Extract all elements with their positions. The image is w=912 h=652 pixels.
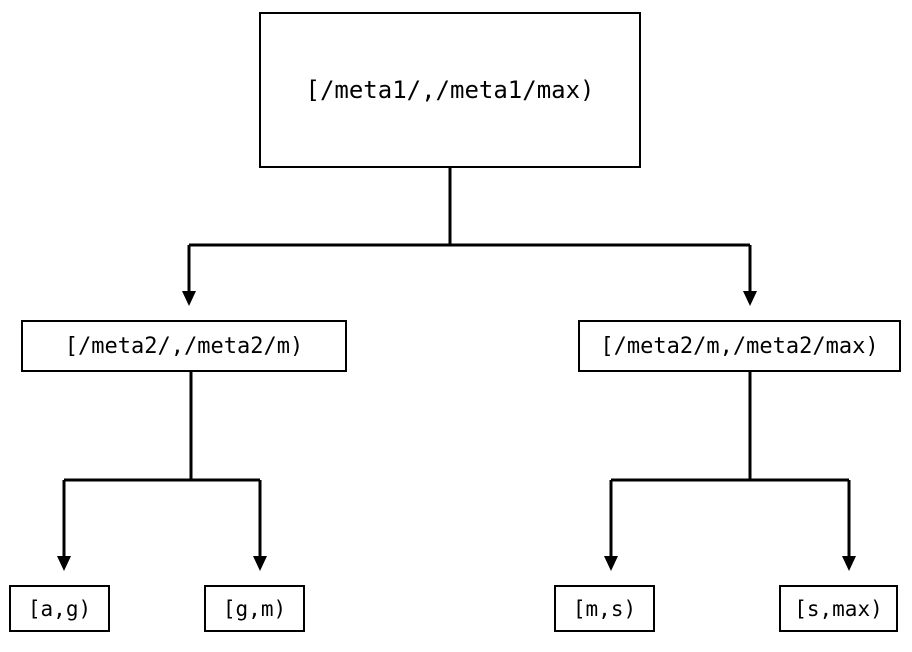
tree-node-leaf-ag[interactable]: [a,g) bbox=[9, 585, 110, 632]
tree-node-leaf-gm-label: [g,m) bbox=[222, 596, 287, 621]
tree-node-mid-right-label: [/meta2/m,/meta2/max) bbox=[600, 333, 879, 359]
tree-node-leaf-ms[interactable]: [m,s) bbox=[554, 585, 655, 632]
tree-node-leaf-gm[interactable]: [g,m) bbox=[204, 585, 305, 632]
tree-node-leaf-ag-label: [a,g) bbox=[27, 596, 92, 621]
tree-node-leaf-ms-label: [m,s) bbox=[572, 596, 637, 621]
tree-node-root[interactable]: [/meta1/,/meta1/max) bbox=[259, 12, 641, 168]
tree-node-mid-left[interactable]: [/meta2/,/meta2/m) bbox=[21, 320, 347, 372]
arrowhead-to-mid-right bbox=[743, 291, 757, 306]
arrowhead-to-leaf-ms bbox=[604, 556, 618, 571]
arrowhead-to-leaf-ag bbox=[57, 556, 71, 571]
arrowhead-to-leaf-smax bbox=[842, 556, 856, 571]
tree-node-root-label: [/meta1/,/meta1/max) bbox=[305, 76, 595, 104]
tree-node-leaf-smax[interactable]: [s,max) bbox=[779, 585, 898, 632]
tree-node-mid-right[interactable]: [/meta2/m,/meta2/max) bbox=[578, 320, 901, 372]
tree-node-leaf-smax-label: [s,max) bbox=[794, 596, 883, 621]
arrowhead-to-mid-left bbox=[182, 291, 196, 306]
tree-node-mid-left-label: [/meta2/,/meta2/m) bbox=[64, 333, 304, 359]
arrowhead-to-leaf-gm bbox=[253, 556, 267, 571]
